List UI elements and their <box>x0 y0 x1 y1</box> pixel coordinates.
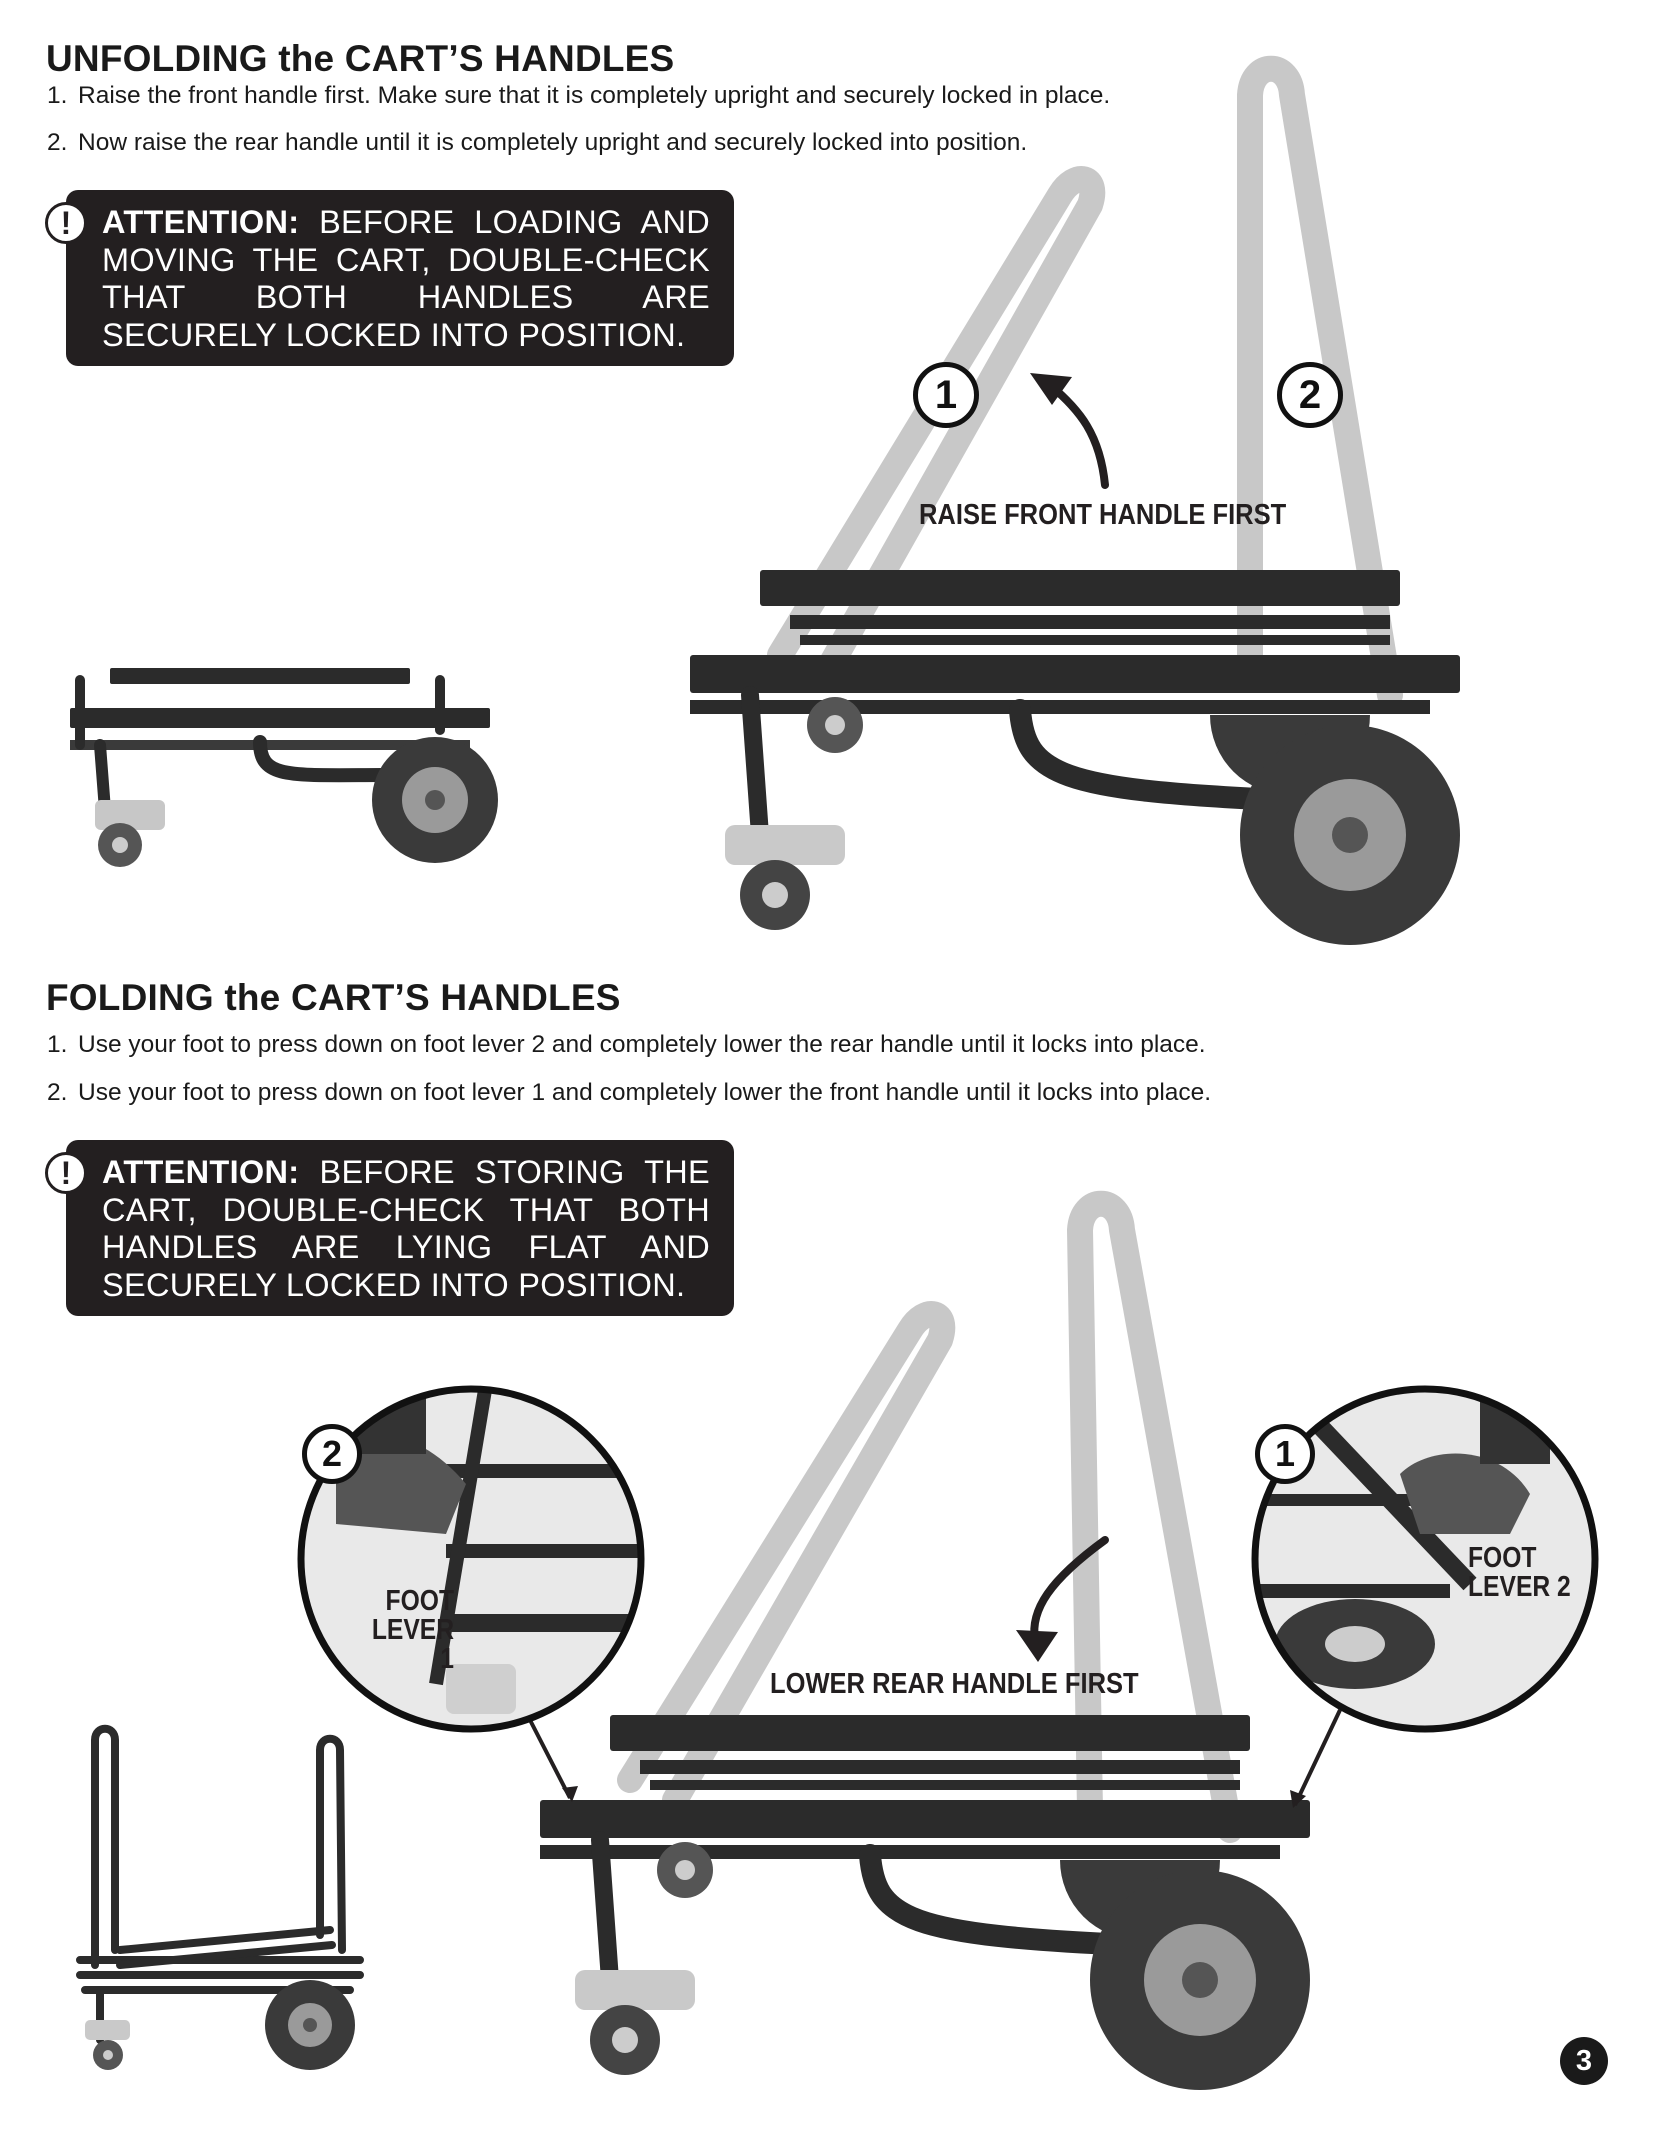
step-text: Use your foot to press down on foot leve… <box>78 1079 1212 1106</box>
unfolding-title: UNFOLDING the CART’S HANDLES <box>46 38 675 79</box>
foot-lever-1-label: FOOT LEVER 1 <box>352 1587 454 1674</box>
unfolding-cart-illustration <box>690 55 1460 945</box>
attention-body: BEFORE STORING THE CART, DOUBLE-CHECK TH… <box>102 1154 710 1303</box>
rear-handle <box>1237 55 1403 708</box>
label-line: FOOT <box>385 1585 454 1617</box>
arrow-down-icon <box>1016 1630 1058 1662</box>
folding-title: FOLDING the CART’S HANDLES <box>46 977 621 1018</box>
upright-cart-illustration <box>76 1724 364 2070</box>
right-inset-badge: 1 <box>1255 1424 1315 1484</box>
exclamation-icon: ! <box>45 1152 87 1194</box>
label-line: FOOT <box>1468 1542 1537 1574</box>
attention-body: BEFORE LOADING AND MOVING THE CART, DOUB… <box>102 204 710 353</box>
attention-label: ATTENTION: <box>102 1154 300 1190</box>
lower-rear-handle-callout: LOWER REAR HANDLE FIRST <box>770 1668 1139 1700</box>
raise-front-handle-callout: RAISE FRONT HANDLE FIRST <box>919 499 1287 531</box>
badge-rear-handle: 2 <box>1277 362 1343 428</box>
folded-cart-illustration <box>70 668 498 867</box>
arrow-up-icon <box>1030 373 1072 405</box>
attention-text: ATTENTION: BEFORE STORING THE CART, DOUB… <box>102 1154 710 1304</box>
unfolding-attention-box: ATTENTION: BEFORE LOADING AND MOVING THE… <box>66 190 734 366</box>
foot-lever-2-label: FOOT LEVER 2 <box>1468 1544 1571 1602</box>
step-text: Now raise the rear handle until it is co… <box>78 129 1028 156</box>
step-number: 2. <box>47 1079 68 1106</box>
folding-cart-illustration <box>528 1190 1342 2090</box>
attention-text: ATTENTION: BEFORE LOADING AND MOVING THE… <box>102 204 710 354</box>
left-inset-badge: 2 <box>302 1424 362 1484</box>
step-number: 1. <box>47 82 68 109</box>
label-line: LEVER 1 <box>371 1614 454 1675</box>
front-handle <box>767 166 1106 688</box>
step-number: 1. <box>47 1031 68 1058</box>
unfolding-step-2: 2. Now raise the rear handle until it is … <box>47 129 1027 157</box>
folding-attention-box: ATTENTION: BEFORE STORING THE CART, DOUB… <box>66 1140 734 1316</box>
step-text: Raise the front handle first. Make sure … <box>78 82 1111 109</box>
label-line: LEVER 2 <box>1468 1571 1571 1603</box>
step-text: Use your foot to press down on foot leve… <box>78 1031 1206 1058</box>
unfolding-step-1: 1. Raise the front handle first. Make sur… <box>47 82 1110 110</box>
folding-step-2: 2. Use your foot to press down on foot le… <box>47 1079 1211 1107</box>
folding-step-1: 1. Use your foot to press down on foot le… <box>47 1031 1206 1059</box>
exclamation-icon: ! <box>45 202 87 244</box>
attention-label: ATTENTION: <box>102 204 300 240</box>
page-number: 3 <box>1560 2037 1608 2085</box>
badge-front-handle: 1 <box>913 362 979 428</box>
rear-handle <box>1067 1190 1243 1843</box>
front-handle <box>617 1301 956 1813</box>
step-number: 2. <box>47 129 68 156</box>
